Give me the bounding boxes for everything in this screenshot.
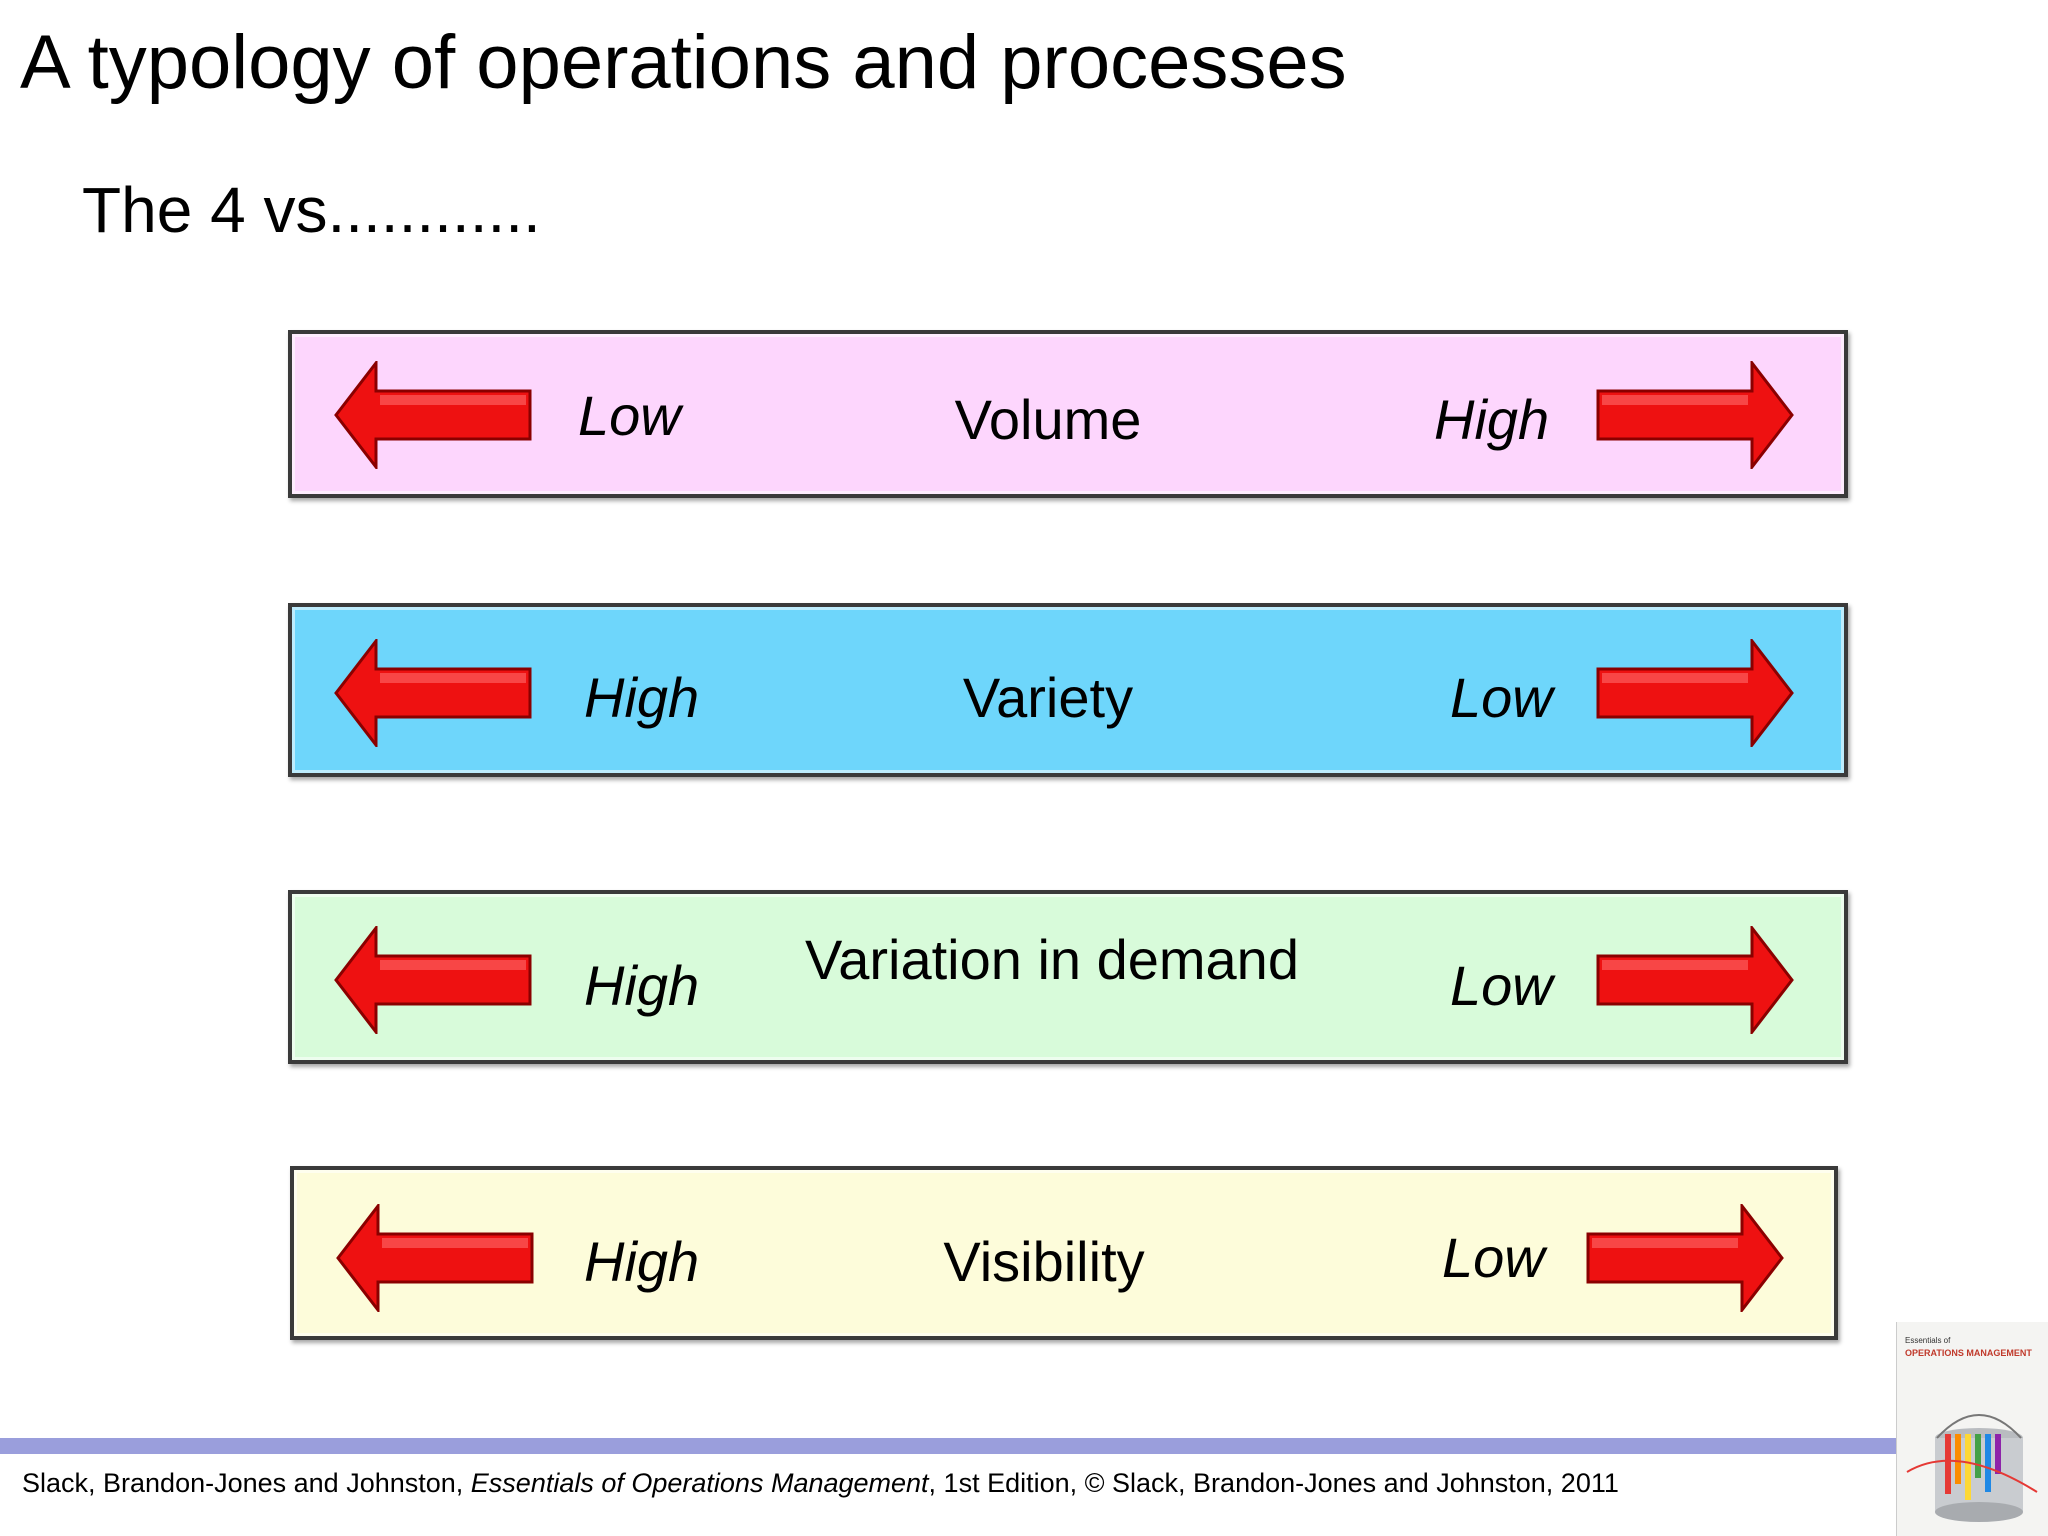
visibility-left-label: High [584,1230,700,1293]
visibility-label: Visibility [943,1230,1145,1293]
arrow-left-icon [334,361,532,469]
variety-label: Variety [962,666,1134,729]
cover-line-1: Essentials of [1905,1336,1951,1345]
variety-right-label: Low [1450,666,1553,729]
variation-left-label: High [584,954,700,1017]
volume-right-label: High [1434,388,1550,451]
book-cover-thumbnail: Essentials of OPERATIONS MANAGEMENT [1896,1322,2048,1536]
variation-label: Variation in demand [805,928,1299,991]
arrow-left-icon [336,1204,534,1312]
arrow-right-icon [1596,361,1794,469]
slide-subtitle: The 4 vs............ [82,174,541,246]
variation-right-label: Low [1450,954,1553,1017]
citation-book-title: Essentials of Operations Management [470,1468,929,1498]
visibility-right-label: Low [1442,1226,1545,1289]
arrow-right-icon [1586,1204,1784,1312]
arrow-left-icon [334,639,532,747]
footer-citation: Slack, Brandon-Jones and Johnston, Essen… [22,1466,1619,1500]
dimension-bar-variety: High Variety Low [288,603,1848,777]
dimension-bar-visibility: High Visibility Low [290,1166,1838,1340]
volume-label: Volume [954,388,1142,451]
slide-title: A typology of operations and processes [20,20,1347,105]
arrow-left-icon [334,926,532,1034]
arrow-right-icon [1596,639,1794,747]
dimension-bar-variation-in-demand: High Variation in demand Low [288,890,1848,1064]
volume-left-label: Low [578,384,681,447]
variety-left-label: High [584,666,700,729]
citation-authors: Slack, Brandon-Jones and Johnston, [22,1468,471,1498]
citation-edition: , 1st Edition, © Slack, Brandon-Jones an… [928,1468,1619,1498]
footer-divider [0,1438,1896,1454]
arrow-right-icon [1596,926,1794,1034]
dimension-bar-volume: Low Volume High [288,330,1848,498]
paint-can-icon [1906,1414,2038,1522]
cover-line-2: OPERATIONS MANAGEMENT [1905,1348,2032,1358]
